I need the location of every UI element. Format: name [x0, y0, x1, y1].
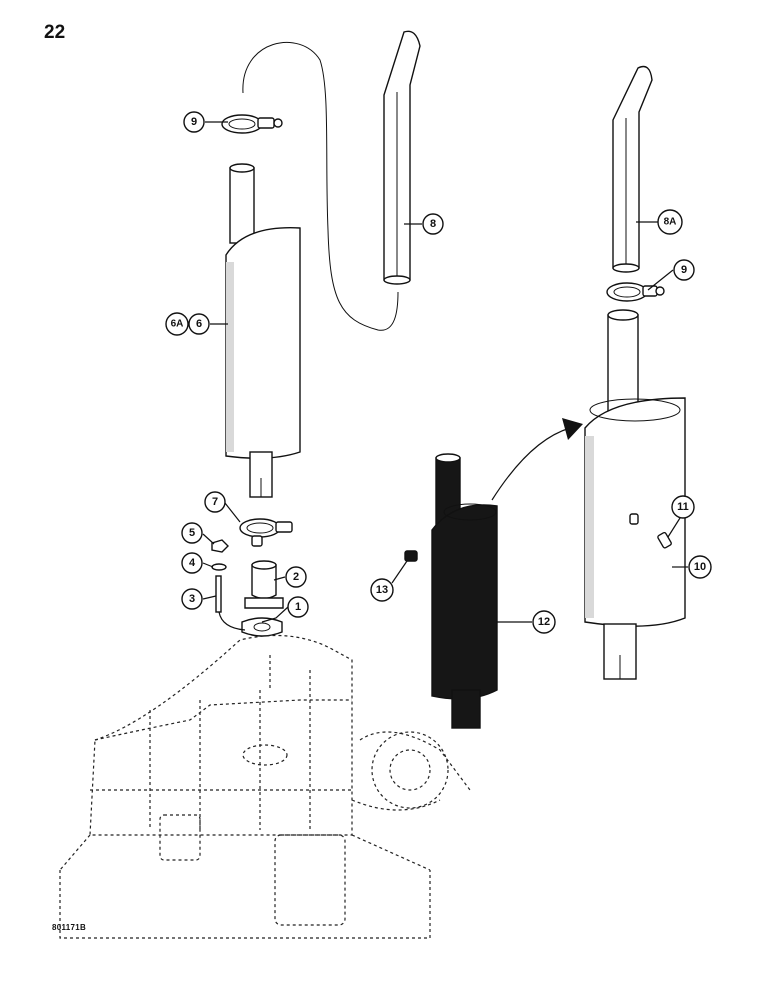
engine-block [59, 634, 471, 939]
callout-7: 7 [204, 491, 226, 513]
tailpipe-8a [612, 65, 653, 273]
callout-6: 6 [188, 313, 210, 335]
svg-text:9: 9 [191, 116, 197, 128]
gasket-1 [241, 617, 283, 637]
page-number: 22 [44, 22, 66, 43]
callout-10: 10 [688, 555, 712, 579]
callout-6a: 6A [165, 312, 189, 336]
svg-text:5: 5 [189, 527, 195, 539]
plug-13 [404, 550, 418, 562]
callout-11: 11 [671, 495, 695, 519]
stud-3 [215, 575, 222, 613]
svg-text:10: 10 [694, 561, 706, 573]
svg-text:3: 3 [189, 593, 195, 605]
callout-2: 2 [285, 566, 307, 588]
callout-12: 12 [532, 610, 556, 634]
svg-text:12: 12 [538, 616, 550, 628]
callout-3: 3 [181, 588, 203, 610]
clamp-7 [239, 518, 293, 547]
adapter-2 [244, 560, 284, 609]
svg-text:9: 9 [681, 264, 687, 276]
tailpipe-8 [383, 30, 421, 285]
svg-text:7: 7 [212, 496, 218, 508]
svg-text:6A: 6A [171, 319, 184, 330]
muffler-6 [225, 163, 301, 498]
muffler-12 [431, 453, 498, 729]
nut-5 [211, 539, 229, 553]
clamp-9-left [221, 114, 283, 134]
callout-8: 8 [422, 213, 444, 235]
callout-4: 4 [181, 552, 203, 574]
svg-text:13: 13 [376, 584, 388, 596]
svg-text:11: 11 [677, 501, 689, 513]
fitting-11 [657, 531, 672, 549]
callout-8a: 8A [657, 209, 683, 235]
callout-5: 5 [181, 522, 203, 544]
drawing-code: 801171B [52, 923, 87, 932]
callout-9-left: 9 [183, 111, 205, 133]
leader-lines [202, 121, 688, 631]
svg-text:8A: 8A [664, 217, 677, 228]
washer-4 [211, 563, 227, 571]
callout-13: 13 [370, 578, 394, 602]
svg-text:2: 2 [293, 571, 299, 583]
svg-text:6: 6 [196, 318, 202, 330]
callout-9-right: 9 [673, 259, 695, 281]
callout-1: 1 [287, 596, 309, 618]
clamp-9-right [606, 282, 665, 302]
muffler-10 [584, 309, 686, 680]
connector-line [242, 41, 399, 331]
svg-text:4: 4 [189, 557, 196, 569]
svg-text:1: 1 [295, 601, 301, 613]
replacement-arrow [491, 418, 583, 501]
svg-text:8: 8 [430, 218, 436, 230]
